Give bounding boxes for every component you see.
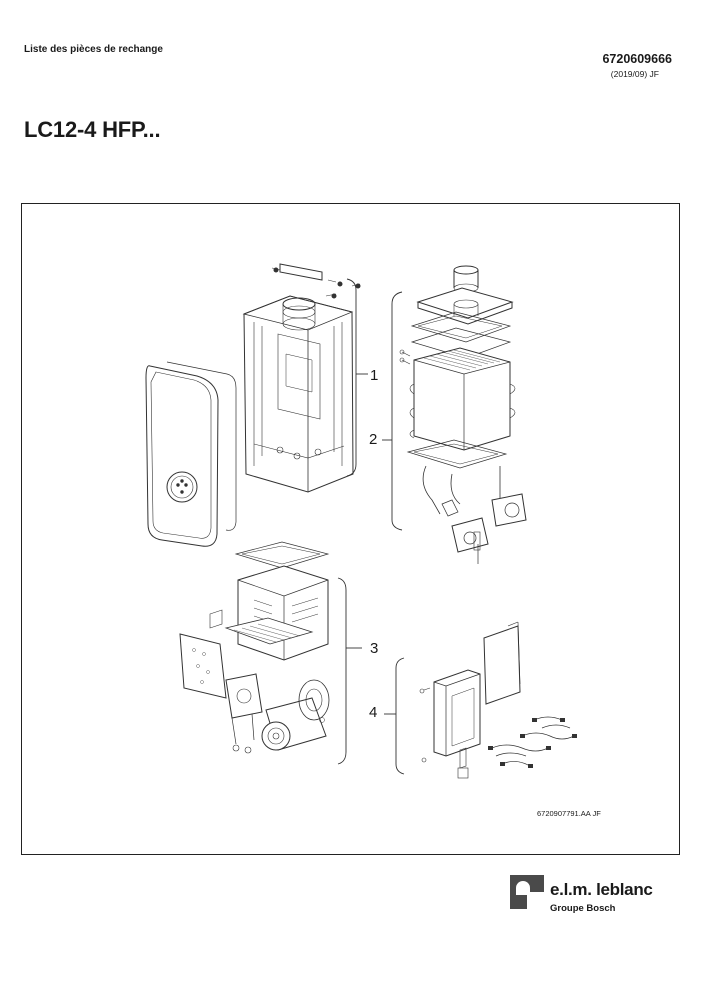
heat-exchanger-assembly [399, 265, 527, 564]
callout-1: 1 [370, 367, 379, 384]
elm-leblanc-logo-icon [510, 875, 544, 909]
document-type: Liste des pièces de rechange [24, 44, 163, 55]
exploded-view-frame: 1 2 3 4 6720907791.AA JF [21, 203, 680, 855]
document-revision: (2019/09) JF [610, 69, 659, 79]
electronics-assembly [419, 621, 577, 779]
drawing-reference: 6720907791.AA JF [537, 809, 601, 818]
page-title: LC12-4 HFP... [24, 117, 161, 142]
brand-logo: e.l.m. leblanc Groupe Bosch [510, 875, 670, 925]
logo-group-name: Groupe Bosch [550, 903, 616, 914]
callout-2: 2 [369, 431, 378, 448]
logo-brand-name: e.l.m. leblanc [550, 880, 653, 899]
document-number: 6720609666 [602, 52, 672, 66]
callout-3: 3 [370, 640, 379, 657]
callout-4: 4 [369, 704, 378, 721]
casing-assembly [145, 263, 361, 547]
burner-assembly [179, 541, 330, 754]
exploded-view-drawing [145, 263, 577, 779]
